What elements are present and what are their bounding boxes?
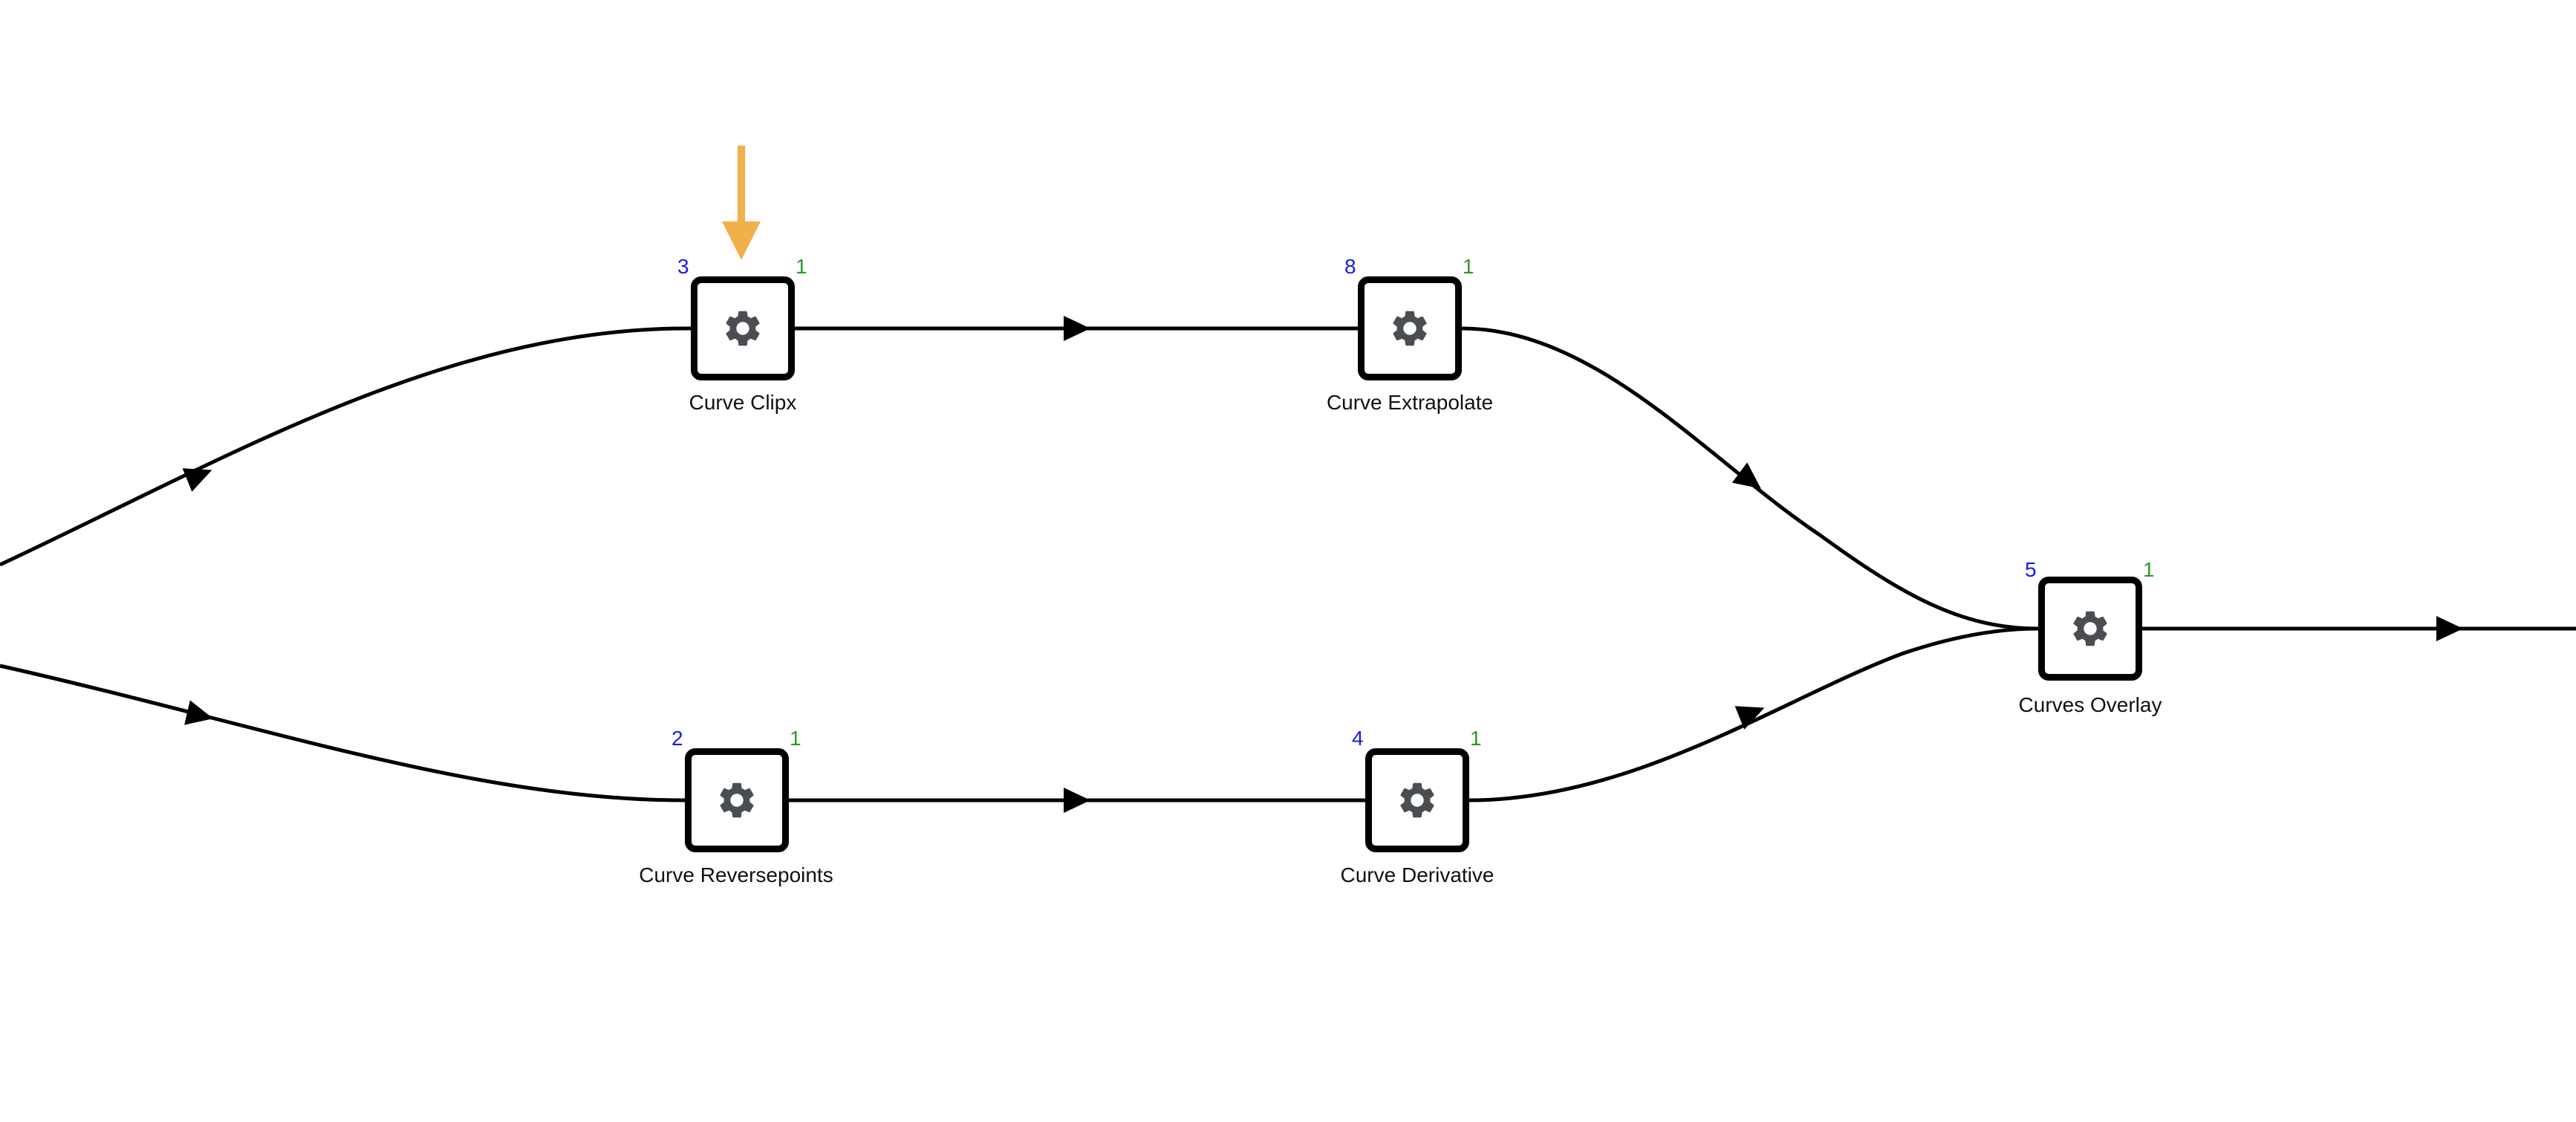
in-port-count: 5 <box>2025 558 2037 581</box>
gear-icon <box>2073 611 2107 646</box>
node-curve-reversepoints[interactable] <box>685 748 789 852</box>
out-port-count: 1 <box>790 727 801 750</box>
node-curve-extrapolate[interactable] <box>1358 276 1462 380</box>
node-label-curve-reversepoints: Curve Reversepoints <box>639 863 833 886</box>
in-port-count: 3 <box>677 255 689 278</box>
out-port-count: 1 <box>796 255 807 278</box>
node-label-curve-clipx: Curve Clipx <box>689 391 797 414</box>
edge-extrapolate-to-overlay <box>1461 326 2039 631</box>
edge-derivative-to-overlay <box>1468 626 2039 802</box>
edge-arrow-input-to-clipx <box>182 468 212 492</box>
out-port-count: 1 <box>2143 558 2155 581</box>
gear-icon <box>720 782 754 818</box>
edge-input-to-clipx <box>0 326 692 567</box>
node-label-curves-overlay: Curves Overlay <box>2018 693 2162 716</box>
edge-input-to-reversepoints <box>0 664 686 802</box>
in-port-count: 4 <box>1352 727 1364 750</box>
node-curve-clipx[interactable] <box>691 276 795 380</box>
down-arrow-icon <box>722 146 761 260</box>
in-port-count: 8 <box>1344 255 1356 278</box>
gear-icon <box>726 311 760 346</box>
node-curve-derivative[interactable] <box>1365 748 1469 852</box>
node-label-curve-extrapolate: Curve Extrapolate <box>1326 391 1494 414</box>
node-curves-overlay[interactable] <box>2038 577 2142 681</box>
in-port-count: 2 <box>671 727 683 750</box>
edge-arrow-extrapolate-to-overlay <box>1731 462 1761 489</box>
edge-arrow-reversepoints-to-derivative <box>1064 788 1090 813</box>
gear-icon <box>1400 782 1434 818</box>
edge-arrow-clipx-to-extrapolate <box>1064 316 1090 341</box>
gear-icon <box>1393 311 1427 346</box>
node-label-curve-derivative: Curve Derivative <box>1340 863 1494 886</box>
edge-arrow-overlay-output <box>2436 616 2463 641</box>
edge-arrow-derivative-to-overlay <box>1734 706 1765 730</box>
out-port-count: 1 <box>1463 255 1474 278</box>
out-port-count: 1 <box>1470 727 1482 750</box>
edge-arrow-input-to-reversepoints <box>184 700 214 725</box>
